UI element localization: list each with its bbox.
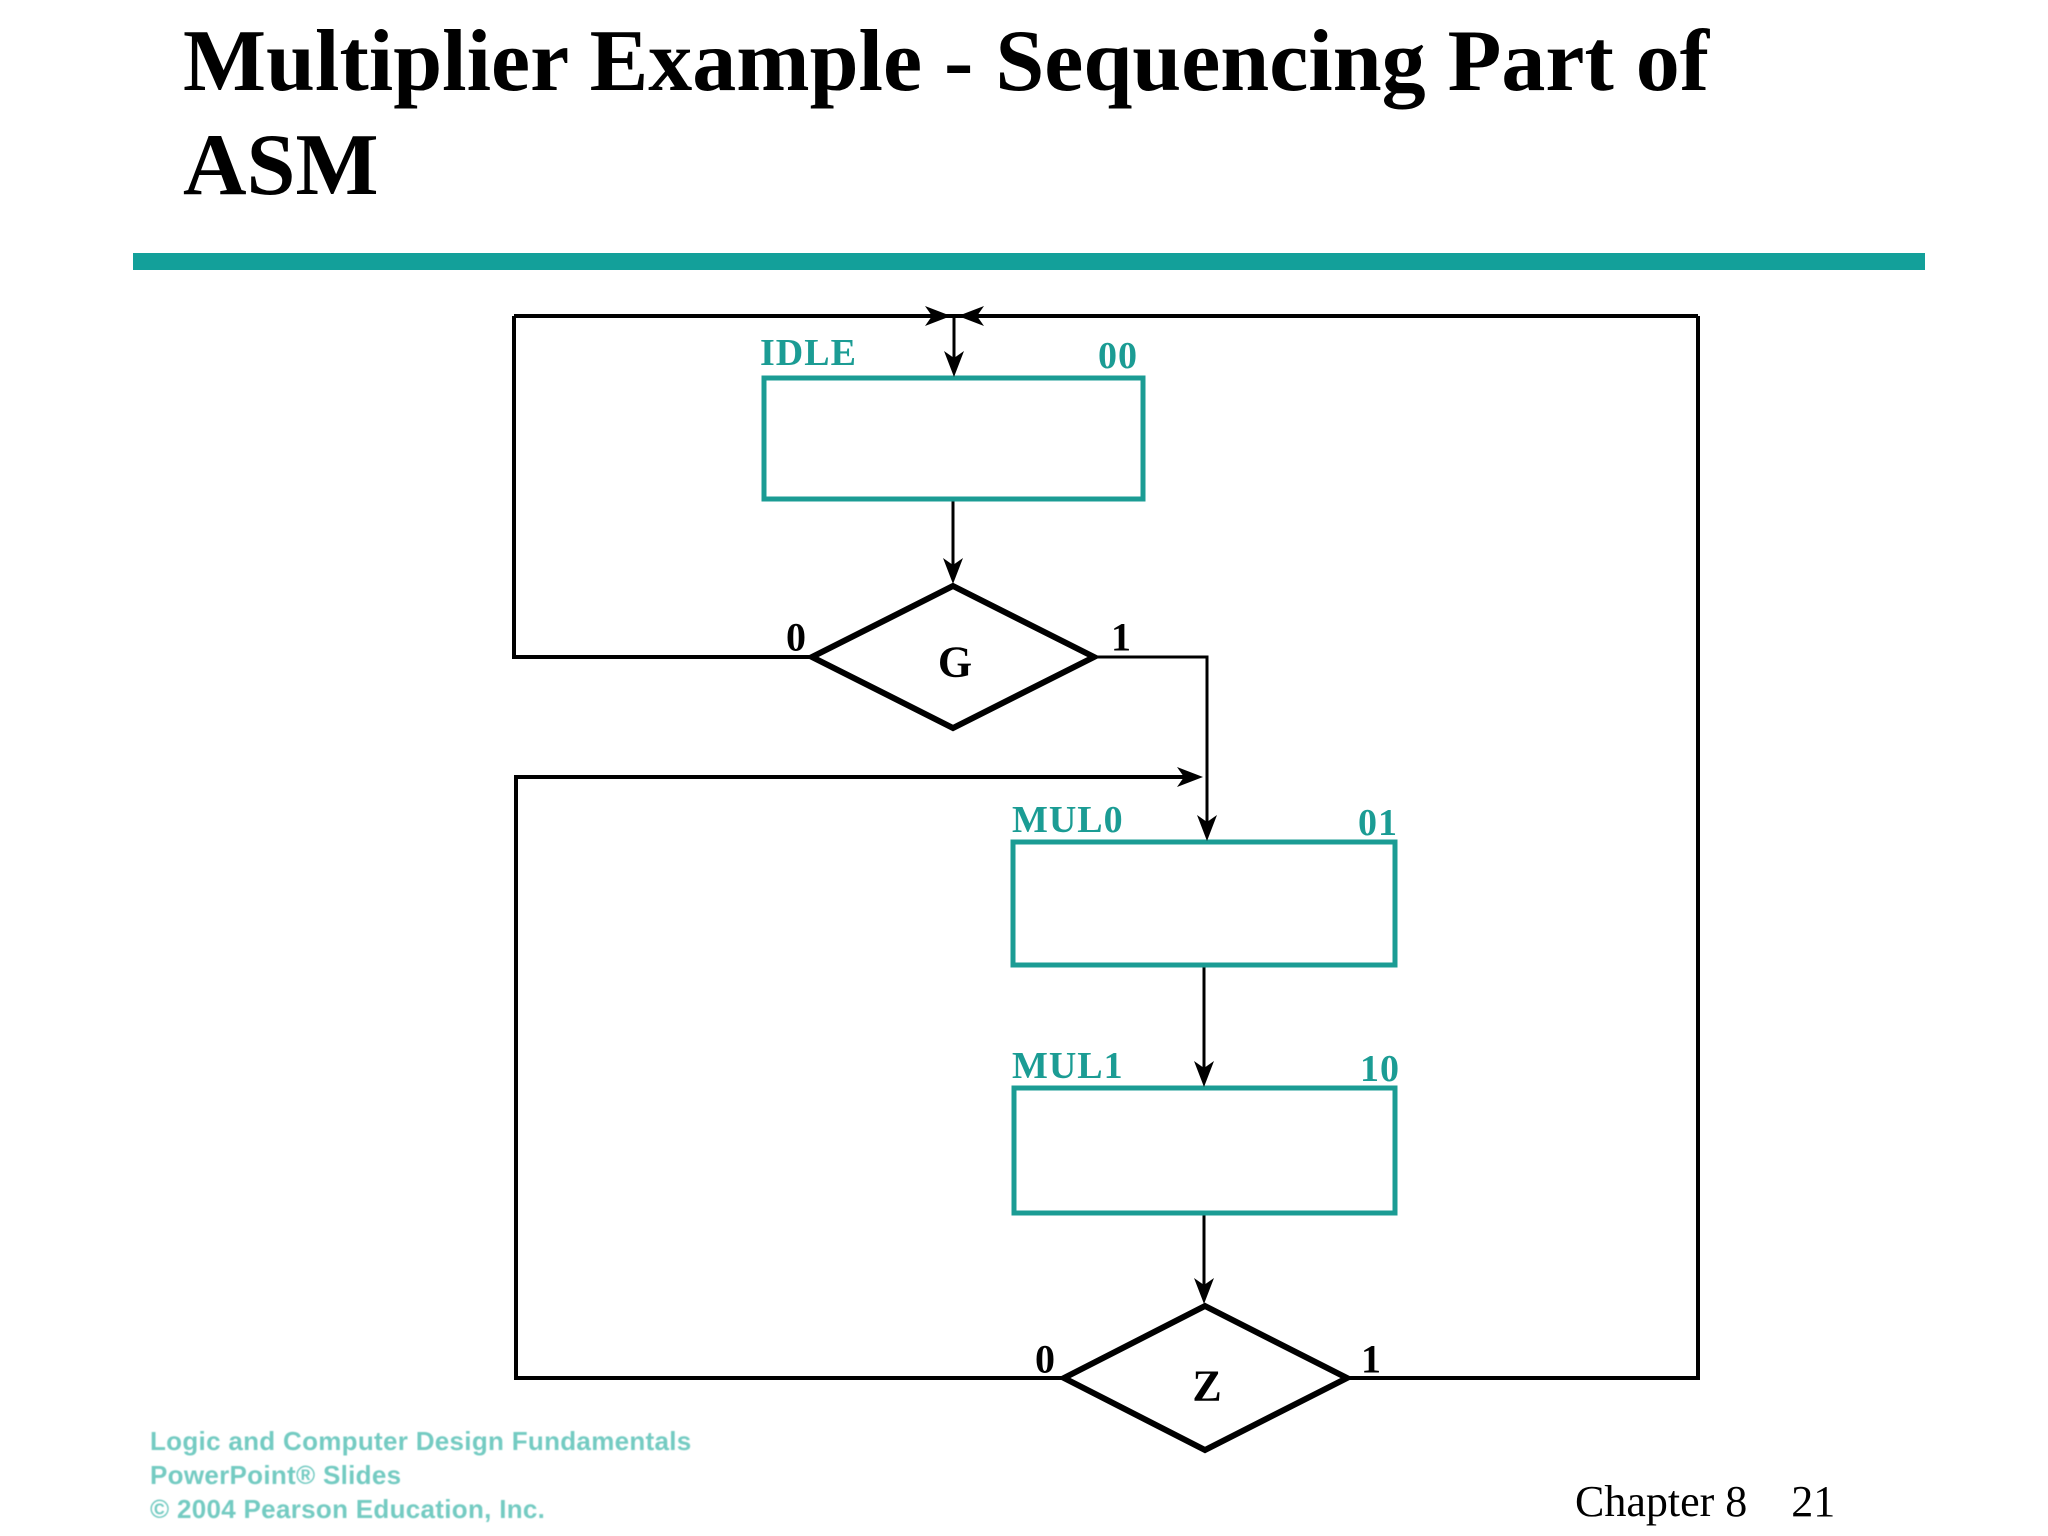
z-decision-label: Z xyxy=(1192,1361,1222,1411)
title-divider-rule xyxy=(133,253,1925,270)
mul1-state-box xyxy=(1011,1085,1398,1216)
slide-title: Multiplier Example - Sequencing Part of … xyxy=(183,10,1709,218)
arrowhead-junction-left-icon xyxy=(958,306,984,326)
arrowhead-into-z-icon xyxy=(1194,1278,1214,1304)
page-number: 21 xyxy=(1791,1477,1836,1526)
mul1-state-code: 10 xyxy=(1360,1048,1400,1090)
mul1-state-label: MUL1 xyxy=(1012,1045,1124,1087)
credit-line-3: © 2004 Pearson Education, Inc. xyxy=(150,1494,546,1524)
g-branch-1-label: 1 xyxy=(1111,614,1131,660)
g1-to-mul0-line xyxy=(1094,655,1209,825)
chapter-page-footer: Chapter 8 21 xyxy=(1575,1476,1835,1527)
slide-title-line2: ASM xyxy=(183,117,379,214)
z-branch-0-label: 0 xyxy=(1035,1336,1055,1382)
arrowhead-junction-right-icon xyxy=(925,306,951,326)
slide-title-line1: Multiplier Example - Sequencing Part of xyxy=(183,13,1710,110)
arrowhead-into-mul1-icon xyxy=(1194,1061,1214,1087)
idle-state-label: IDLE xyxy=(760,332,857,374)
z-decision-diamond xyxy=(1057,1302,1354,1454)
g-decision-label: G xyxy=(937,637,973,687)
idle-state-box xyxy=(761,375,1146,502)
arrowhead-into-g-icon xyxy=(943,558,963,584)
mul0-state-label: MUL0 xyxy=(1012,799,1124,841)
g0-return-loop-line xyxy=(512,316,812,659)
arrowhead-z0-merge-icon xyxy=(1177,767,1203,787)
idle-state-code: 00 xyxy=(1098,335,1138,377)
g-decision-diamond xyxy=(805,582,1101,732)
copyright-credits: Logic and Computer Design Fundamentals P… xyxy=(150,1424,692,1526)
z0-return-loop-line xyxy=(514,775,1185,1380)
z1-return-loop-line xyxy=(1347,316,1700,1380)
credit-line-1: Logic and Computer Design Fundamentals xyxy=(150,1426,692,1456)
mul0-state-code: 01 xyxy=(1358,802,1398,844)
arrowhead-into-mul0-icon xyxy=(1197,815,1217,841)
credit-line-2: PowerPoint® Slides xyxy=(150,1460,402,1490)
z-branch-1-label: 1 xyxy=(1361,1336,1381,1382)
g-branch-0-label: 0 xyxy=(786,614,806,660)
arrowhead-into-idle-icon xyxy=(944,351,964,377)
chapter-label: Chapter 8 xyxy=(1575,1477,1748,1526)
mul0-state-box xyxy=(1010,839,1398,968)
